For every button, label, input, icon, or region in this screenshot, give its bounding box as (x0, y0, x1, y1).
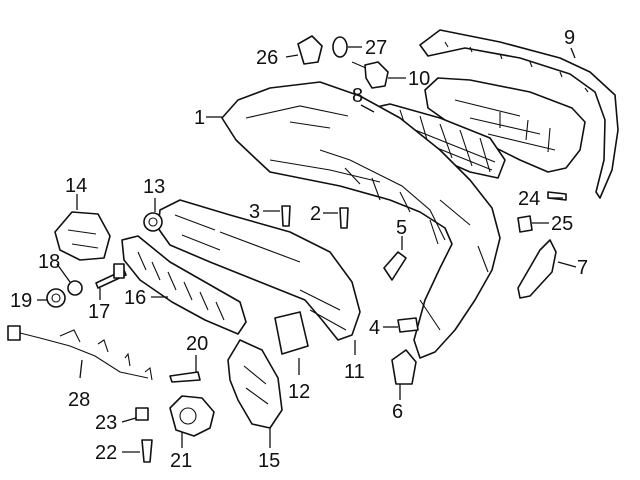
leader-8 (360, 104, 375, 113)
callout-24: 24 (518, 188, 540, 210)
part-1-body-lines (245, 105, 489, 331)
part-1-bumper-cover (221, 81, 501, 359)
callout-14: 14 (65, 175, 87, 197)
part-9-holes (444, 41, 589, 93)
callout-23: 23 (95, 412, 117, 434)
part-6-bracket (391, 349, 417, 385)
leader-18 (56, 263, 71, 283)
part-22-bolt (141, 439, 153, 463)
part-19-inner (51, 293, 61, 303)
leader-26 (285, 54, 299, 58)
part-12-plate (274, 311, 309, 355)
part-15-detail (243, 365, 269, 405)
callout-4: 4 (369, 317, 380, 339)
callout-8: 8 (352, 85, 363, 107)
part-2-bolt (339, 207, 349, 229)
callout-20: 20 (186, 333, 208, 355)
callout-1: 1 (194, 107, 205, 129)
part-10-ribs (454, 99, 556, 153)
callout-25: 25 (551, 213, 573, 235)
part-15-housing (227, 339, 283, 429)
callout-labels: 1 2 3 4 5 6 7 8 9 10 11 12 13 14 15 16 1… (10, 27, 588, 472)
callout-22: 22 (95, 442, 117, 464)
callout-10: 10 (408, 68, 430, 90)
callout-16: 16 (124, 287, 146, 309)
callout-9: 9 (564, 27, 575, 49)
part-13-push-nut (143, 212, 163, 232)
callout-7: 7 (577, 257, 588, 279)
part-20-screw (169, 371, 201, 383)
callout-15: 15 (258, 450, 280, 472)
callout-21: 21 (170, 450, 192, 472)
callout-2: 2 (310, 203, 321, 225)
part-7-side-trim (517, 239, 557, 299)
callout-3: 3 (249, 201, 260, 223)
callout-12: 12 (288, 381, 310, 403)
part-14-detail (67, 229, 99, 249)
part-25-nut (517, 215, 533, 233)
callout-17: 17 (88, 301, 110, 323)
part-11-reinforcement (157, 199, 361, 341)
leader-23 (121, 417, 137, 423)
part-16-cells (137, 251, 225, 321)
part-21-sensor (169, 395, 215, 437)
callout-5: 5 (396, 217, 407, 239)
part-10-clip (364, 61, 389, 89)
part-1-inner-bracket (319, 149, 446, 245)
callout-27: 27 (365, 37, 387, 59)
part-23-clip (135, 407, 149, 421)
part-27-ring (332, 36, 348, 58)
part-28-harness (15, 329, 153, 381)
leader-7 (557, 261, 577, 268)
part-14-bracket (54, 211, 111, 261)
part-5-bracket (383, 251, 407, 281)
callout-11: 11 (344, 361, 365, 383)
part-10-clip-pin (351, 61, 367, 69)
callout-13: 13 (143, 176, 165, 198)
part-17-clip (113, 263, 125, 279)
callout-19: 19 (10, 290, 32, 312)
callout-6: 6 (392, 401, 403, 423)
part-3-bolt (281, 205, 291, 227)
part-4-nut (397, 317, 419, 333)
leader-28 (79, 359, 83, 379)
part-21-lens (179, 407, 197, 425)
part-24-screw (547, 191, 567, 201)
part-16-absorber (121, 235, 247, 335)
callout-28: 28 (68, 389, 90, 411)
part-11-ribs (174, 214, 347, 331)
callout-18: 18 (38, 251, 60, 273)
part-28-connector (7, 325, 21, 341)
part-13-inner (148, 217, 158, 227)
part-19-grommet (46, 288, 66, 308)
leader-9 (570, 47, 576, 59)
part-26-block (297, 35, 323, 65)
part-18-washer (67, 280, 83, 296)
part-9-upper-trim (419, 29, 619, 199)
leader-lines (37, 46, 577, 453)
callout-26: 26 (256, 47, 278, 69)
